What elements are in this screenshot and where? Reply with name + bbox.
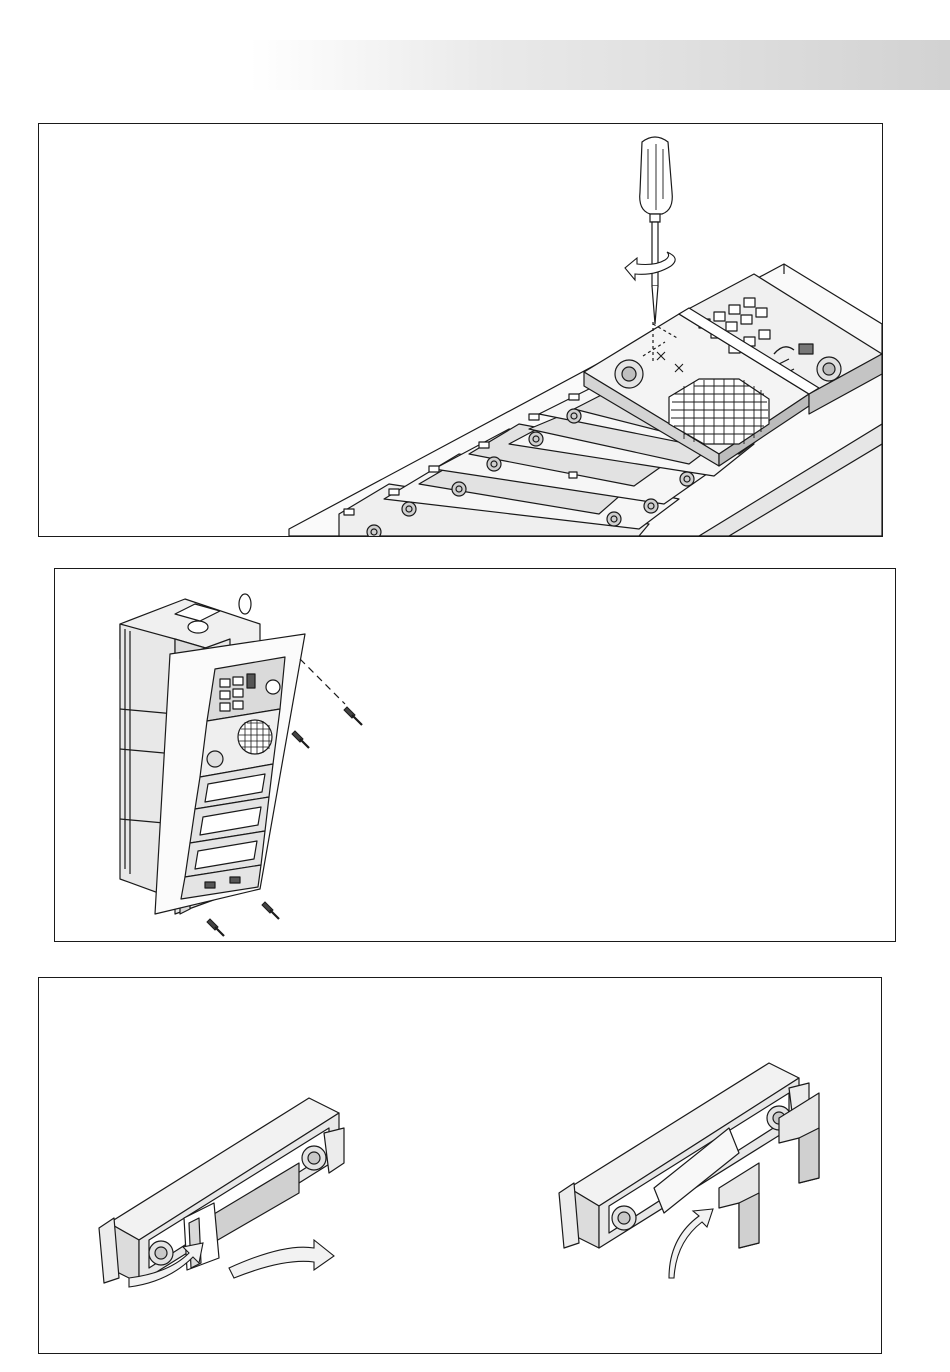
screw-icon xyxy=(292,731,309,748)
curved-arrow-icon xyxy=(229,1240,334,1278)
nameplate-removal-illustration xyxy=(39,978,881,1353)
panel-nameplate-removal xyxy=(38,977,882,1354)
screw-icon xyxy=(262,902,279,919)
screwdriver-icon xyxy=(640,137,673,324)
screw-removal-illustration xyxy=(39,124,882,536)
button-module-step-2 xyxy=(559,1063,819,1248)
rotation-arrow-icon xyxy=(625,252,675,280)
screw-icon xyxy=(344,707,362,725)
front-plate-illustration xyxy=(55,569,895,941)
header-gradient-bar xyxy=(250,40,950,90)
curved-arrow-icon xyxy=(669,1209,713,1278)
screw-icon xyxy=(207,919,224,936)
plate-speaker-grille xyxy=(238,720,272,754)
panel-screw-removal xyxy=(38,123,883,537)
panel-front-plate-assembly xyxy=(54,568,896,942)
